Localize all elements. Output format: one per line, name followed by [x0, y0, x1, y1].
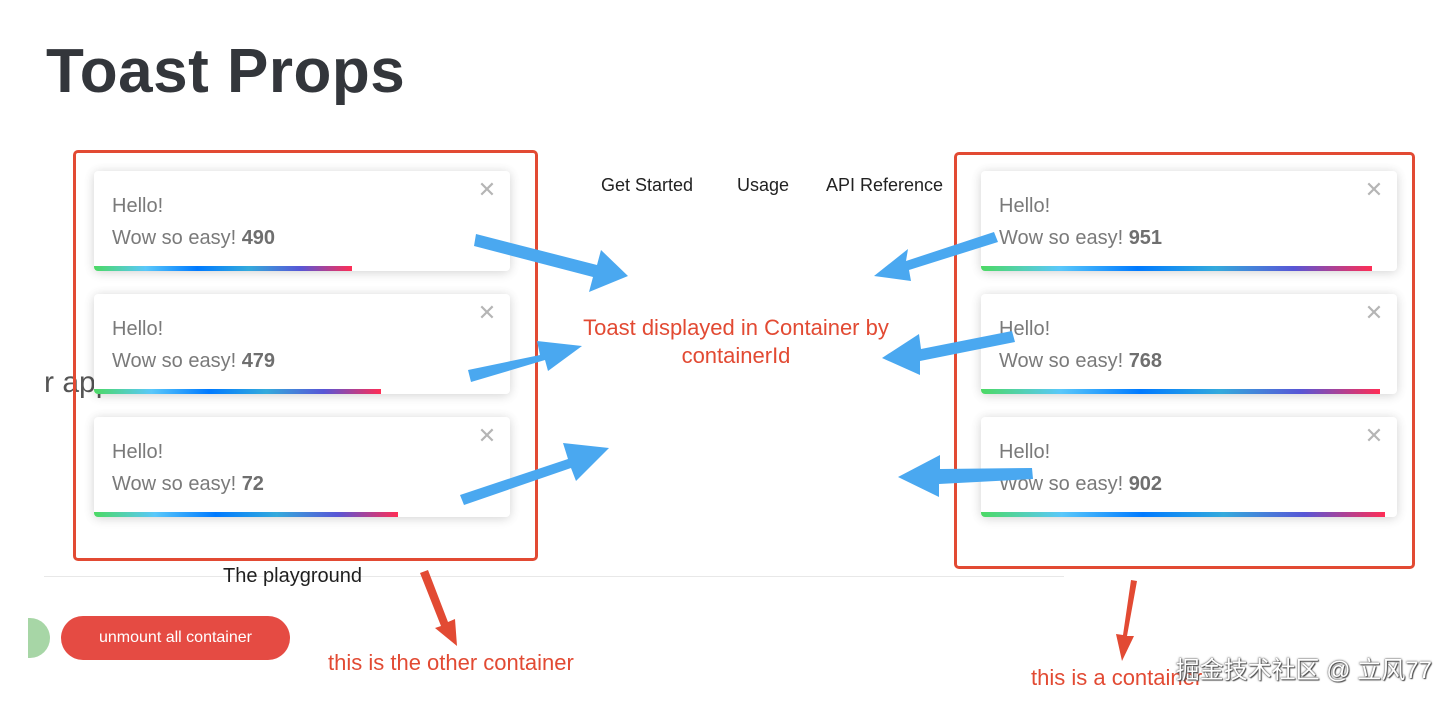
close-icon[interactable]: ✕ — [1364, 177, 1384, 202]
annotation-center: Toast displayed in Container by containe… — [583, 315, 889, 368]
toast-message: Wow so easy! 479 — [112, 348, 275, 374]
toast-count: 479 — [241, 350, 276, 372]
toast[interactable]: Hello! Wow so easy! 490 ✕ — [94, 171, 510, 271]
playground-label: The playground — [223, 565, 362, 587]
toast-title: Hello! — [112, 318, 164, 340]
annotation-left-container: this is the other container — [328, 650, 574, 675]
toast-progress-bar — [981, 389, 1381, 394]
toast-count: 768 — [1128, 350, 1163, 372]
nav-api-reference[interactable]: API Reference — [826, 175, 944, 195]
watermark: 掘金技术社区 @ 立风77 — [1175, 657, 1432, 684]
toast-message: Wow so easy! 72 — [112, 471, 264, 497]
toast-message-text: Wow so easy! — [112, 473, 237, 495]
toast-message-text: Wow so easy! — [112, 227, 237, 249]
toast-title: Hello! — [112, 195, 164, 217]
toast-count: 72 — [241, 473, 264, 495]
nav-usage[interactable]: Usage — [737, 175, 790, 195]
toast-count: 902 — [1128, 473, 1163, 495]
close-icon[interactable]: ✕ — [477, 177, 497, 202]
unmount-all-container-button[interactable]: unmount all container — [61, 616, 290, 660]
toast-count: 951 — [1128, 227, 1163, 249]
toast-message: Wow so easy! 490 — [112, 225, 275, 251]
toast-title: Hello! — [999, 441, 1051, 463]
toast-progress-bar — [981, 266, 1373, 271]
toast-title: Hello! — [999, 318, 1051, 340]
annotation-right-container: this is a container — [1031, 665, 1203, 690]
toast-message-text: Wow so easy! — [112, 350, 237, 372]
close-icon[interactable]: ✕ — [477, 423, 497, 448]
red-arrows — [420, 570, 1137, 661]
toast-progress-bar — [94, 389, 382, 394]
toast-title: Hello! — [999, 195, 1051, 217]
toast[interactable]: Hello! Wow so easy! 768 ✕ — [981, 294, 1397, 394]
section-divider — [44, 576, 1064, 577]
toast-message: Wow so easy! 951 — [999, 225, 1162, 251]
toast-message-text: Wow so easy! — [999, 350, 1124, 372]
green-pill-button-partial[interactable] — [28, 618, 50, 658]
toast-message: Wow so easy! 768 — [999, 348, 1162, 374]
close-icon[interactable]: ✕ — [477, 300, 497, 325]
toast-message-text: Wow so easy! — [999, 473, 1124, 495]
toast-message-text: Wow so easy! — [999, 227, 1124, 249]
toast[interactable]: Hello! Wow so easy! 902 ✕ — [981, 417, 1397, 517]
toast-message: Wow so easy! 902 — [999, 471, 1162, 497]
red-arrow — [1116, 580, 1137, 661]
toast-title: Hello! — [112, 441, 164, 463]
red-arrow — [420, 570, 457, 646]
page-title: Toast Props — [46, 37, 406, 106]
toast[interactable]: Hello! Wow so easy! 951 ✕ — [981, 171, 1397, 271]
nav-get-started[interactable]: Get Started — [601, 175, 694, 195]
toast-count: 490 — [241, 227, 276, 249]
toast[interactable]: Hello! Wow so easy! 479 ✕ — [94, 294, 510, 394]
toast-progress-bar — [94, 512, 398, 517]
toast-progress-bar — [981, 512, 1385, 517]
toast-progress-bar — [94, 266, 352, 271]
close-icon[interactable]: ✕ — [1364, 300, 1384, 325]
close-icon[interactable]: ✕ — [1364, 423, 1384, 448]
toast[interactable]: Hello! Wow so easy! 72 ✕ — [94, 417, 510, 517]
